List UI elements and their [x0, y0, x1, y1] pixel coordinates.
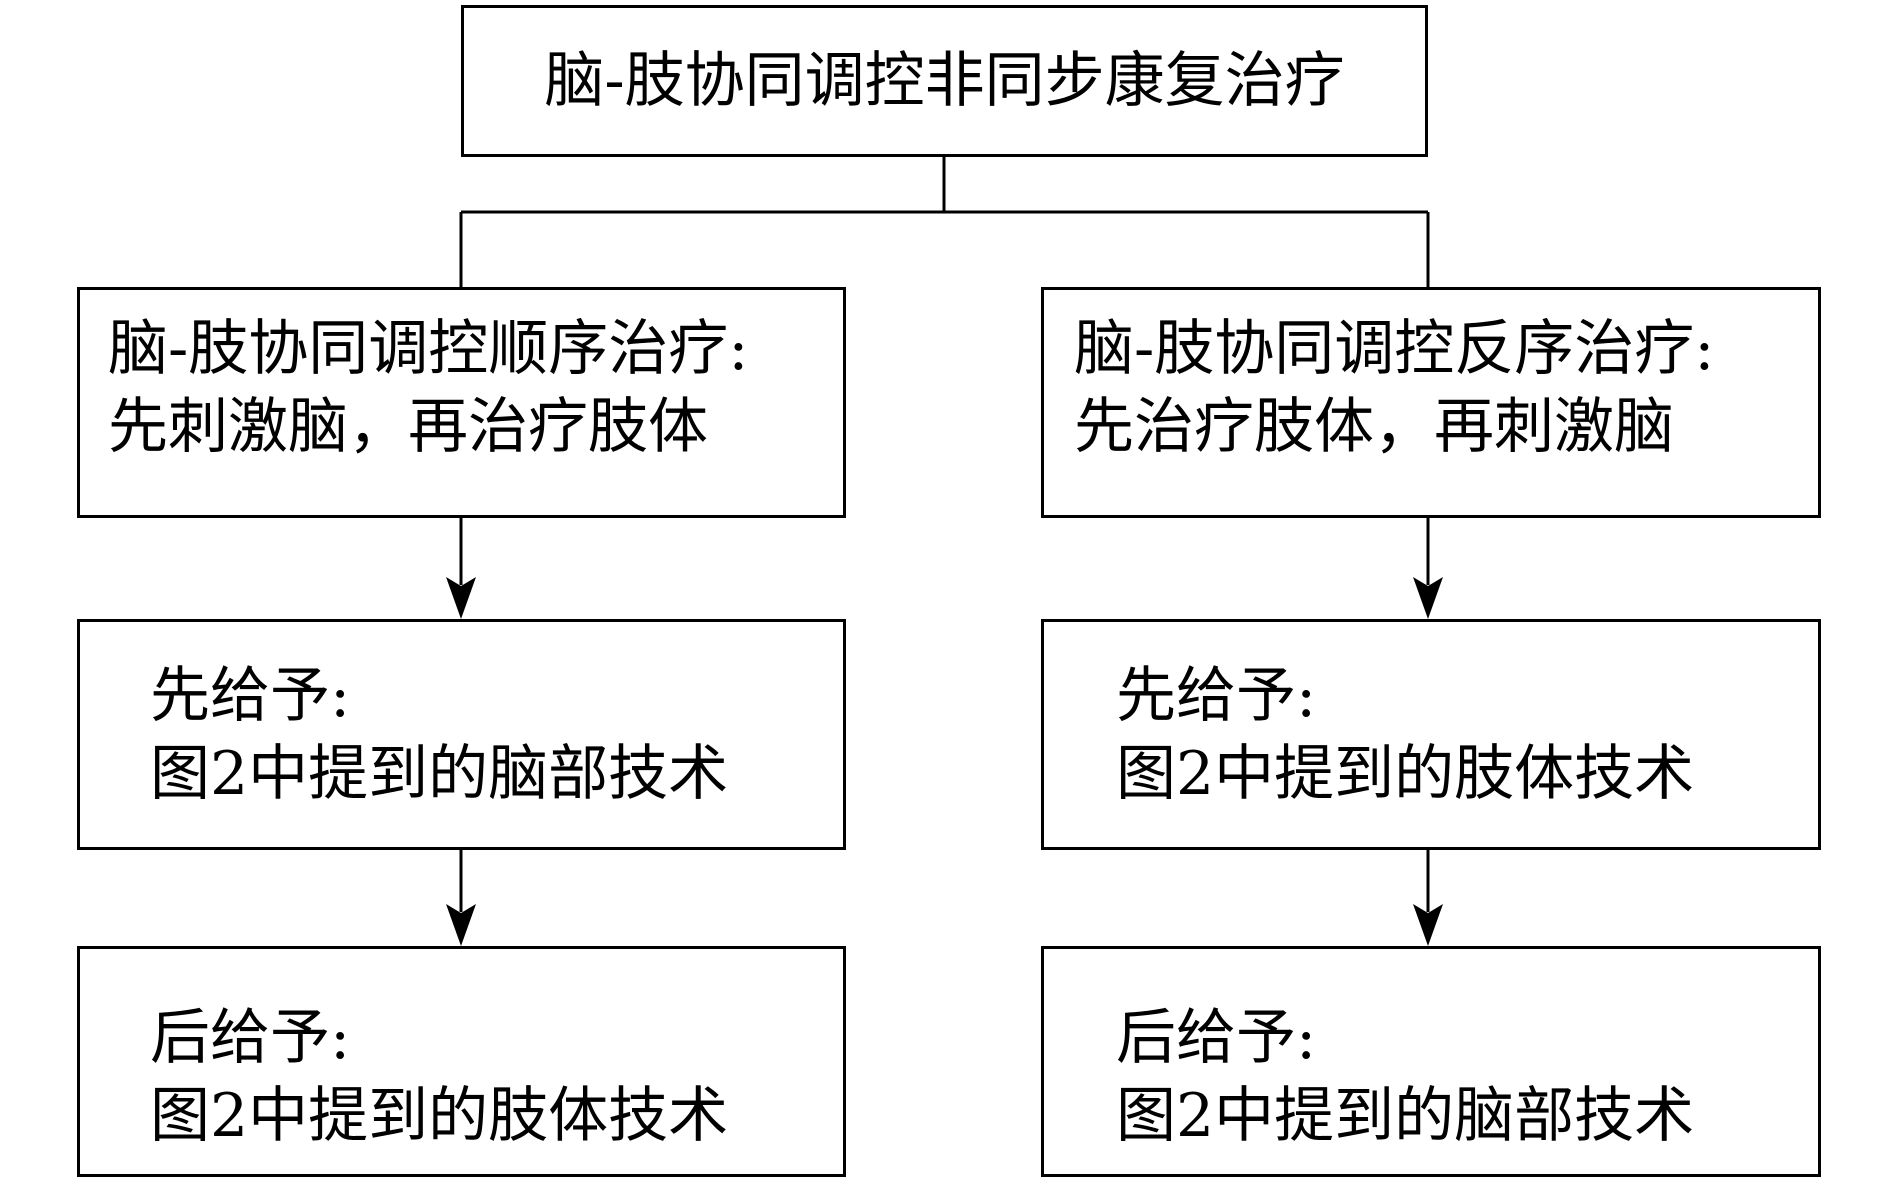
reverse-therapy-description: 先治疗肢体，再刺激脑 [1074, 392, 1674, 462]
root-node: 脑-肢协同调控非同步康复治疗 [461, 5, 1428, 157]
sequential-second-step-label: 后给予: [150, 1003, 351, 1073]
sequential-first-step-technique: 图2中提到的脑部技术 [150, 739, 729, 809]
left-arrow-2-head [446, 904, 476, 946]
left-arrow-1-head [446, 577, 476, 619]
reverse-therapy-node: 脑-肢协同调控反序治疗: 先治疗肢体，再刺激脑 [1041, 287, 1821, 518]
sequential-first-step-node: 先给予: 图2中提到的脑部技术 [77, 619, 846, 850]
sequential-second-step-technique: 图2中提到的肢体技术 [150, 1081, 729, 1151]
reverse-first-step-label: 先给予: [1116, 661, 1317, 731]
root-node-title: 脑-肢协同调控非同步康复治疗 [544, 46, 1345, 116]
reverse-second-step-node: 后给予: 图2中提到的脑部技术 [1041, 946, 1821, 1177]
sequential-first-step-label: 先给予: [150, 661, 351, 731]
sequential-therapy-title: 脑-肢协同调控顺序治疗: [108, 314, 749, 384]
reverse-first-step-technique: 图2中提到的肢体技术 [1116, 739, 1695, 809]
sequential-second-step-node: 后给予: 图2中提到的肢体技术 [77, 946, 846, 1177]
sequential-therapy-description: 先刺激脑，再治疗肢体 [108, 392, 708, 462]
sequential-therapy-node: 脑-肢协同调控顺序治疗: 先刺激脑，再治疗肢体 [77, 287, 846, 518]
reverse-first-step-node: 先给予: 图2中提到的肢体技术 [1041, 619, 1821, 850]
right-arrow-2-head [1413, 904, 1443, 946]
right-arrow-1-head [1413, 577, 1443, 619]
reverse-second-step-technique: 图2中提到的脑部技术 [1116, 1081, 1695, 1151]
reverse-second-step-label: 后给予: [1116, 1003, 1317, 1073]
reverse-therapy-title: 脑-肢协同调控反序治疗: [1074, 314, 1715, 384]
